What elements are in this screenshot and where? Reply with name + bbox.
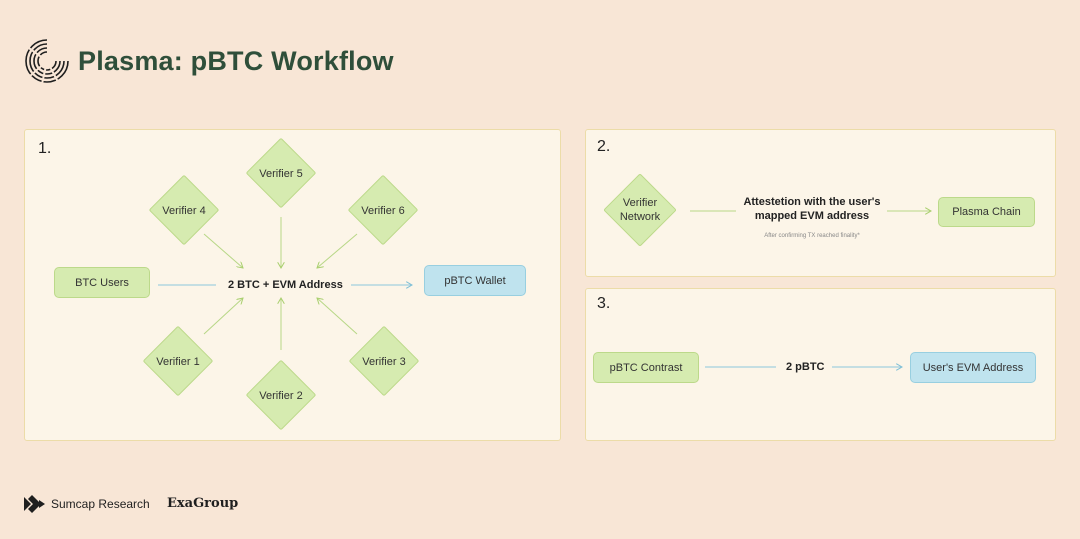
verifier-1-label: Verifier 1 bbox=[156, 356, 200, 368]
arrow-verifier1 bbox=[203, 298, 243, 335]
verifier-6-label: Verifier 6 bbox=[361, 205, 405, 217]
attestation-line-2: mapped EVM address bbox=[754, 210, 870, 222]
finality-note: After confirming TX reached finality* bbox=[764, 233, 860, 239]
pbtc-contract-box: pBTC Contrast bbox=[593, 352, 699, 383]
btc-users-box: BTC Users bbox=[54, 267, 150, 298]
arrow-verifier4 bbox=[203, 233, 243, 268]
verifier-2-label: Verifier 2 bbox=[259, 390, 303, 402]
panel-3-number: 3. bbox=[597, 295, 611, 312]
verifier-network-label: Verifier Network bbox=[619, 197, 661, 223]
center-transfer-label: 2 BTC + EVM Address bbox=[228, 279, 343, 291]
sumcap-research-label: Sumcap Research bbox=[51, 497, 150, 511]
transfer-amount-label: 2 pBTC bbox=[786, 361, 825, 373]
arrow-verifier3 bbox=[317, 298, 358, 335]
page-title: Plasma: pBTC Workflow bbox=[78, 46, 394, 76]
arrow-verifier6 bbox=[317, 233, 358, 268]
attestation-line-1: Attestetion with the user's bbox=[743, 196, 881, 208]
verifier-4-label: Verifier 4 bbox=[162, 205, 206, 217]
evm-address-box: User's EVM Address bbox=[910, 352, 1036, 383]
exagroup-logo: ExaGroup bbox=[167, 496, 239, 511]
verifier-3-label: Verifier 3 bbox=[362, 356, 406, 368]
panel-2-number: 2. bbox=[597, 138, 611, 155]
verifier-5-label: Verifier 5 bbox=[259, 168, 303, 180]
sumcap-logo-icon bbox=[24, 495, 45, 513]
plasma-logo-icon bbox=[25, 39, 69, 85]
pbtc-wallet-box: pBTC Wallet bbox=[424, 265, 526, 296]
panel-1-number: 1. bbox=[38, 140, 52, 157]
plasma-chain-box: Plasma Chain bbox=[938, 197, 1035, 227]
